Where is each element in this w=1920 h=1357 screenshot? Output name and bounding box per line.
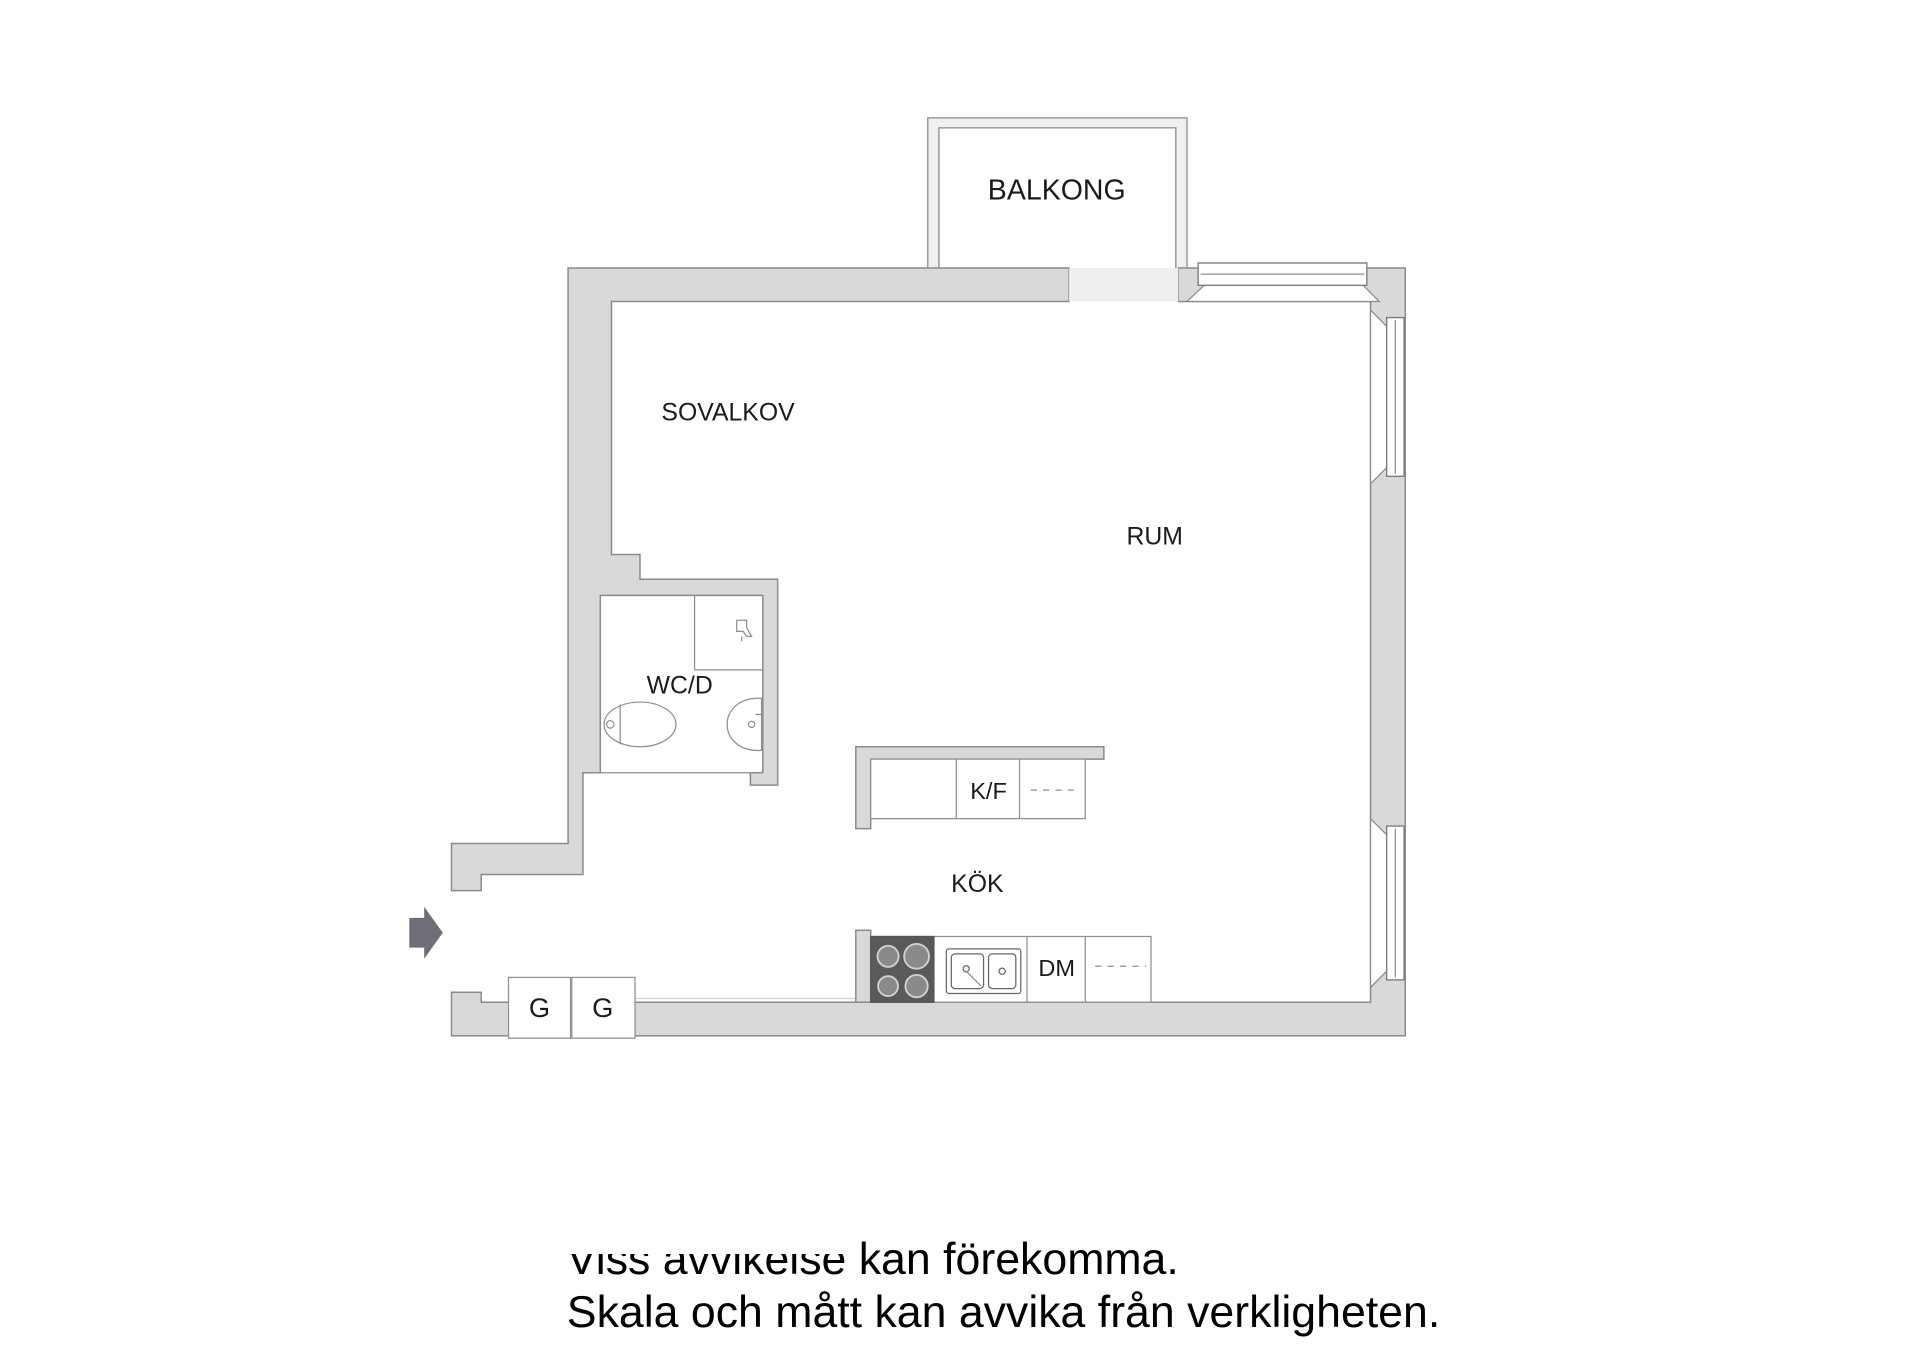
living-room-label: RUM (1126, 524, 1182, 551)
stove-icon (870, 935, 935, 1003)
bathroom: WC/D (603, 595, 763, 752)
west-and-north-wall (450, 267, 1070, 892)
counter-end-wall (855, 929, 872, 1003)
wardrobe-2-label: G (592, 992, 613, 1023)
fridge-freezer-label: K/F (970, 778, 1007, 804)
entrance-arrow-icon (409, 906, 443, 959)
balcony-floor (938, 127, 1177, 273)
wardrobe-1 (507, 976, 572, 1039)
kitchen-island: K/F (855, 745, 1105, 830)
sleeping-alcove-label: SOVALKOV (661, 400, 795, 427)
kitchen-counter: DM (855, 929, 1152, 1003)
bathroom-label: WC/D (647, 672, 713, 699)
toilet-icon (603, 701, 677, 748)
disclaimer-crop-mask (560, 1227, 856, 1255)
kitchen-sink-icon (945, 948, 1022, 995)
wash-basin-icon (726, 697, 763, 752)
island-cabinets (870, 758, 1086, 820)
kitchen-label: KÖK (951, 871, 1004, 898)
shower-icon (736, 619, 753, 642)
balcony: BALKONG (927, 117, 1188, 273)
disclaimer-line-2: Skala och mått kan avvika från verklighe… (567, 1288, 1440, 1337)
balcony-label: BALKONG (988, 175, 1126, 207)
wardrobe-2 (571, 976, 636, 1039)
shower-partition (693, 595, 763, 671)
window-east-upper (1369, 308, 1405, 486)
wardrobe-1-label: G (529, 992, 550, 1023)
window-north (1185, 262, 1381, 303)
dishwasher-label: DM (1038, 955, 1075, 981)
window-east-lower (1369, 817, 1405, 989)
balcony-door-opening (1069, 267, 1179, 302)
disclaimer: Viss avvikelse kan förekomma. Skala och … (560, 1227, 1440, 1337)
wardrobes: G G (507, 976, 636, 1039)
